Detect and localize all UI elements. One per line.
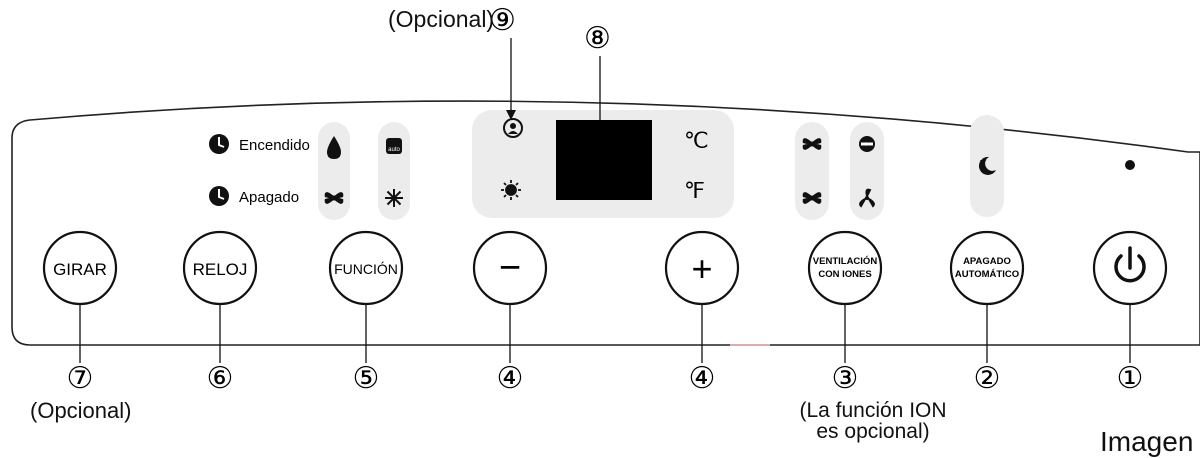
ion-note-line2: es opcional)	[816, 420, 930, 443]
reloj-label: RELOJ	[193, 260, 248, 279]
fan-low-icon	[859, 188, 875, 208]
ion-note-line1: (La función ION	[799, 399, 947, 422]
timer-on-label: Encendido	[239, 137, 310, 154]
girar-optional-note: (Opcional)	[30, 398, 132, 423]
drop-icon	[327, 136, 341, 159]
power-icon	[1114, 246, 1146, 283]
callout-8: ⑧	[584, 22, 611, 55]
indicator-pill-sleep	[970, 115, 1004, 217]
callout-5: ⑤	[353, 362, 380, 395]
svg-text:★: ★	[979, 157, 987, 167]
celsius-unit: ℃	[684, 128, 709, 153]
power-button[interactable]	[1092, 230, 1168, 306]
person-icon	[503, 118, 523, 138]
ventilacion-label-line1: VENTILACIÓN	[813, 255, 878, 267]
callout-2: ②	[974, 362, 1001, 395]
callout-1: ①	[1117, 362, 1144, 395]
apagado-automatico-button[interactable]	[949, 230, 1025, 306]
led-dot-icon	[1125, 160, 1135, 170]
leader-lines	[79, 38, 1131, 363]
timer-off-label: Apagado	[239, 189, 299, 206]
callout-6: ⑥	[207, 362, 234, 395]
plus-label: +	[691, 248, 712, 289]
ion-icon	[859, 136, 875, 152]
apagado-label-line2: AUTOMÁTICO	[955, 269, 1019, 280]
clock-icon	[209, 186, 229, 206]
callout-7: ⑦	[67, 362, 94, 395]
arrow-head	[506, 110, 516, 120]
auto-icon: auto	[386, 138, 402, 154]
callout-3: ③	[832, 362, 859, 395]
apagado-label-line1: APAGADO	[963, 256, 1011, 267]
fahrenheit-unit: ℉	[684, 178, 705, 203]
moon-icon: ★	[978, 156, 996, 175]
snowflake-icon	[385, 189, 403, 207]
sun-icon	[501, 180, 521, 200]
fan-icon	[324, 192, 344, 204]
callout-4-plus: ④	[689, 362, 716, 395]
ion-optional-note: (La función ION es opcional)	[778, 400, 968, 442]
svg-text:auto: auto	[388, 147, 400, 153]
fan-mid-icon	[802, 192, 822, 204]
clock-icon	[209, 134, 229, 154]
minus-label: −	[499, 247, 521, 289]
callout-4-minus: ④	[497, 362, 524, 395]
fan-high-icon	[802, 138, 822, 150]
girar-label: GIRAR	[53, 260, 107, 279]
lcd-screen	[556, 120, 652, 200]
indicator-pill-fan-left	[795, 122, 829, 220]
ventilacion-label-line2: CON IONES	[818, 269, 871, 280]
indicator-pill-fan-right	[850, 122, 884, 220]
callout-9: ⑨	[489, 4, 516, 37]
ventilacion-button[interactable]	[807, 230, 883, 306]
optional-callout-label: (Opcional)	[388, 6, 495, 32]
funcion-label: FUNCIÓN	[334, 261, 398, 277]
figure-caption: Imagen	[1100, 426, 1194, 457]
